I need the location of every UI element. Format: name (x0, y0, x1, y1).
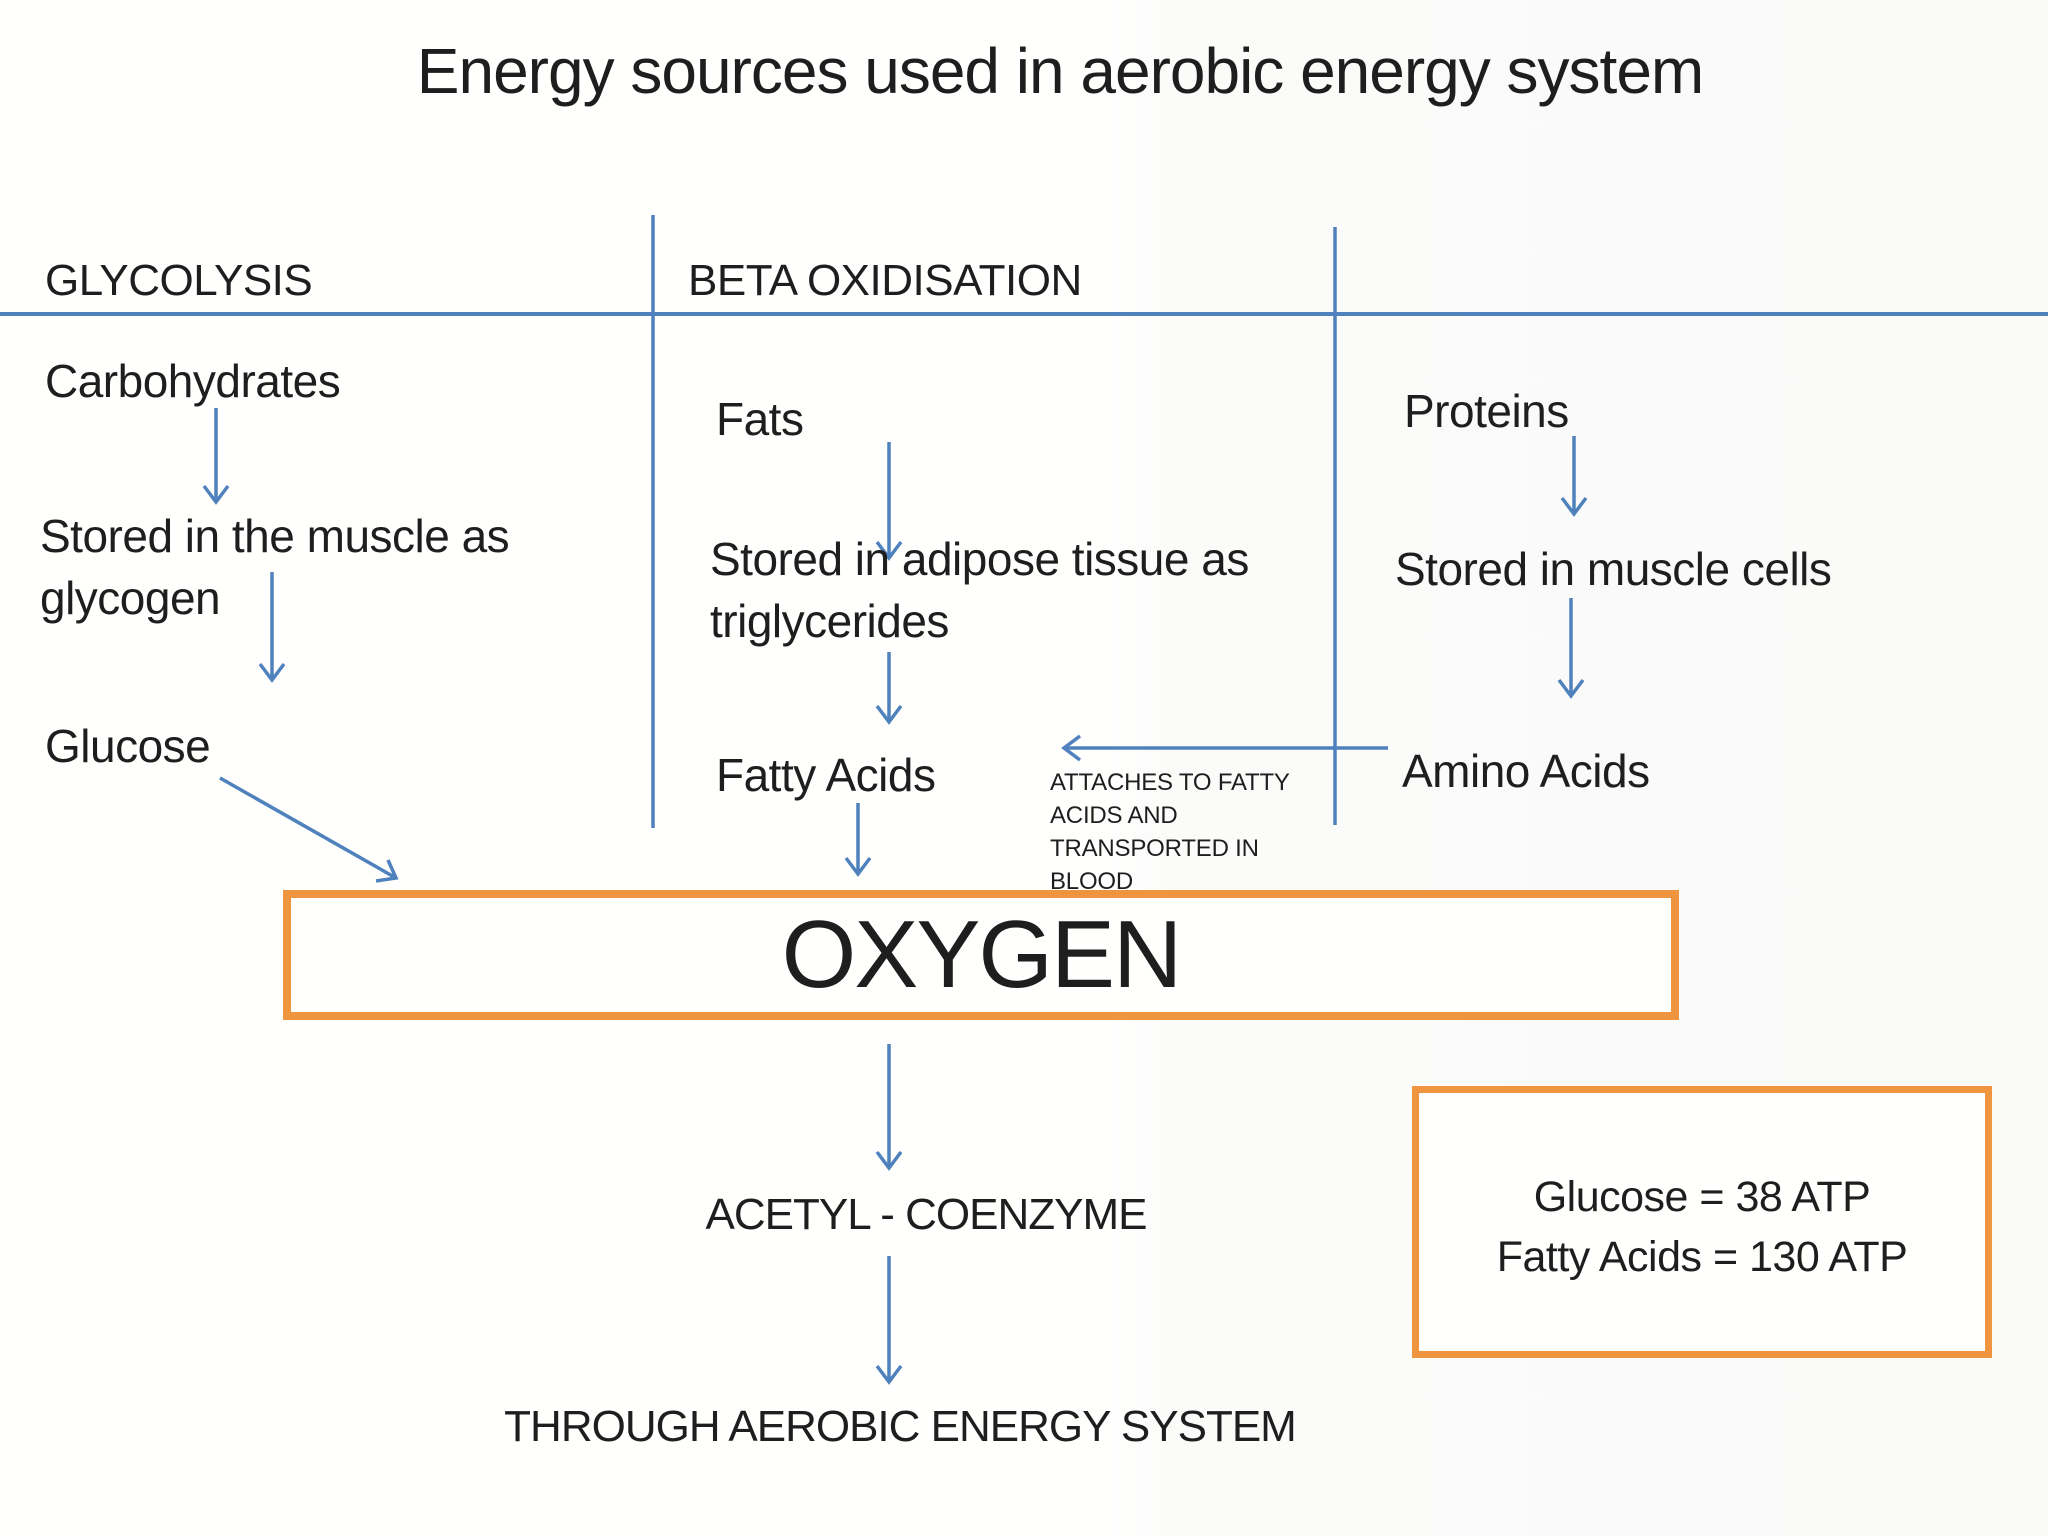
proteins-source-label: Proteins (1404, 385, 1569, 437)
oxygen-label: OXYGEN (781, 901, 1183, 1008)
arrow-glucose-diagonal (219, 776, 399, 883)
oxygen-box: OXYGEN (283, 890, 1679, 1020)
slide-title: Energy sources used in aerobic energy sy… (416, 35, 1704, 107)
arrow-acetyl-down (875, 1256, 903, 1385)
glycolysis-storage-label: Stored in the muscle as glycogen (40, 505, 510, 629)
arrow-amino-to-fatty-left (1061, 734, 1388, 762)
transport-note: ATTACHES TO FATTY ACIDS AND TRANSPORTED … (1050, 766, 1290, 898)
arrow-oxygen-down (875, 1044, 903, 1171)
beta-storage-label: Stored in adipose tissue as triglyceride… (710, 528, 1249, 652)
glycolysis-storage-line-1: Stored in the muscle as (40, 510, 510, 562)
proteins-product-label: Amino Acids (1402, 745, 1650, 797)
atp-glucose-line: Glucose = 38 ATP (1533, 1173, 1871, 1221)
transport-note-line-3: TRANSPORTED IN (1050, 835, 1259, 862)
header-glycolysis: GLYCOLYSIS (45, 256, 313, 305)
arrow-triglycerides-down (875, 652, 903, 725)
beta-storage-line-2: triglycerides (710, 595, 949, 647)
beta-source-label: Fats (716, 393, 804, 445)
arrow-muscle-cells-down (1557, 598, 1585, 699)
beta-product-label: Fatty Acids (716, 749, 936, 801)
proteins-storage-label: Stored in muscle cells (1395, 543, 1832, 595)
arrow-proteins-down (1560, 436, 1588, 517)
glycolysis-product-label: Glucose (45, 720, 211, 772)
transport-note-line-2: ACIDS AND (1050, 802, 1178, 829)
glycolysis-storage-line-2: glycogen (40, 572, 221, 624)
arrow-fatty-acids-down (844, 803, 872, 877)
header-beta-oxidisation: BETA OXIDISATION (688, 256, 1082, 305)
atp-fatty-acids-line: Fatty Acids = 130 ATP (1496, 1233, 1908, 1281)
transport-note-line-1: ATTACHES TO FATTY (1050, 769, 1290, 796)
aerobic-system-label: THROUGH AEROBIC ENERGY SYSTEM (504, 1402, 1297, 1451)
acetyl-coenzyme-label: ACETYL - COENZYME (705, 1190, 1148, 1239)
beta-storage-line-1: Stored in adipose tissue as (710, 533, 1249, 585)
atp-yield-box: Glucose = 38 ATP Fatty Acids = 130 ATP (1412, 1086, 1992, 1358)
glycolysis-source-label: Carbohydrates (45, 355, 341, 407)
arrow-carbohydrates-down (202, 408, 230, 505)
